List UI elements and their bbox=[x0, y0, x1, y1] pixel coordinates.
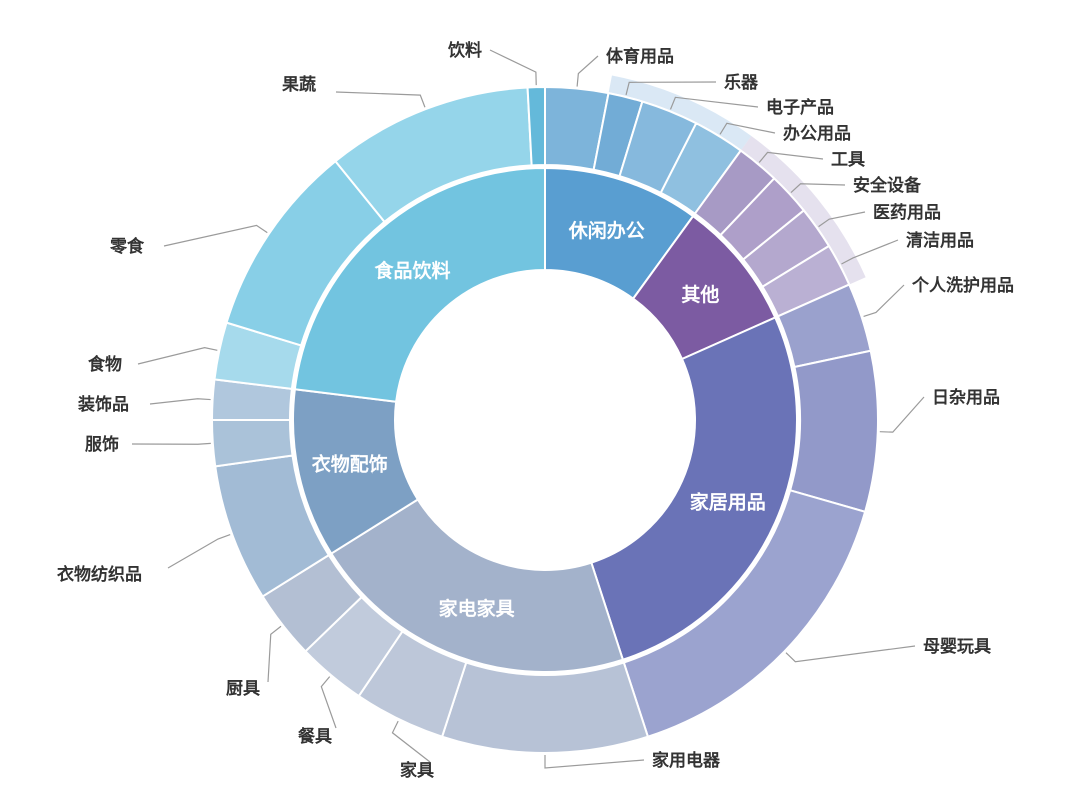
label-cleaning-supplies: 清洁用品 bbox=[906, 230, 974, 250]
label-daily-sundries: 日杂用品 bbox=[932, 387, 1000, 407]
label-electronics: 电子产品 bbox=[766, 97, 834, 117]
label-apparel: 服饰 bbox=[85, 434, 119, 454]
label-line-daily-sundries bbox=[879, 396, 925, 433]
rim-accent bbox=[608, 75, 752, 150]
label-other: 其他 bbox=[681, 283, 719, 306]
label-clothing-accessories: 衣物配饰 bbox=[312, 452, 388, 475]
label-snacks: 零食 bbox=[109, 236, 145, 256]
segment-beverages[interactable] bbox=[526, 86, 546, 167]
segment-home-goods[interactable] bbox=[590, 316, 798, 661]
segment-appliances-furniture[interactable] bbox=[330, 498, 624, 673]
label-fruits-vegetables: 果蔬 bbox=[282, 75, 316, 94]
label-line-electronics bbox=[669, 96, 759, 110]
label-tableware: 餐具 bbox=[298, 726, 332, 746]
label-line-personal-care bbox=[863, 284, 905, 318]
label-line-safety-equipment bbox=[790, 183, 846, 194]
label-line-clothing-textiles bbox=[167, 534, 231, 569]
label-line-office-supplies bbox=[719, 122, 776, 135]
label-food: 食物 bbox=[88, 354, 122, 374]
label-personal-care: 个人洗护用品 bbox=[911, 275, 1014, 295]
label-line-tableware bbox=[320, 676, 337, 729]
label-sports-goods: 体育用品 bbox=[606, 46, 674, 66]
label-decorations: 装饰品 bbox=[77, 394, 129, 414]
segment-food-beverage[interactable] bbox=[293, 167, 546, 403]
label-musical-instruments: 乐器 bbox=[724, 73, 759, 92]
label-line-tools bbox=[758, 151, 824, 163]
label-leisure-office: 休闲办公 bbox=[568, 219, 645, 242]
label-line-sports-goods bbox=[576, 55, 599, 87]
label-line-kitchenware bbox=[267, 625, 282, 683]
label-line-cleaning-supplies bbox=[841, 239, 899, 265]
label-appliances-furniture: 家电家具 bbox=[439, 597, 515, 620]
label-line-apparel bbox=[131, 442, 211, 445]
label-line-fruits-vegetables bbox=[335, 91, 426, 108]
label-home-goods: 家居用品 bbox=[690, 490, 766, 513]
label-beverages: 饮料 bbox=[447, 40, 482, 60]
label-line-food bbox=[137, 347, 218, 365]
label-line-medical-supplies bbox=[818, 211, 866, 228]
label-line-decorations bbox=[149, 398, 211, 405]
label-office-supplies: 办公用品 bbox=[783, 123, 851, 143]
label-line-furniture bbox=[391, 720, 431, 763]
label-furniture: 家具 bbox=[400, 760, 434, 780]
label-safety-equipment: 安全设备 bbox=[853, 175, 922, 195]
label-line-baby-toys bbox=[785, 645, 916, 663]
segment-daily-sundries[interactable] bbox=[789, 349, 879, 513]
label-line-household-appliances bbox=[544, 755, 645, 769]
label-line-beverages bbox=[489, 49, 537, 86]
label-clothing-textiles: 衣物纺织品 bbox=[57, 564, 142, 584]
rim-accent bbox=[741, 136, 866, 285]
label-baby-toys: 母婴玩具 bbox=[923, 637, 991, 656]
label-household-appliances: 家用电器 bbox=[652, 750, 721, 770]
label-food-beverage: 食品饮料 bbox=[374, 259, 450, 282]
label-line-snacks bbox=[163, 224, 268, 247]
segment-household-appliances[interactable] bbox=[441, 661, 649, 754]
label-tools: 工具 bbox=[831, 150, 865, 169]
label-kitchenware: 厨具 bbox=[226, 679, 260, 698]
label-medical-supplies: 医药用品 bbox=[873, 202, 941, 222]
label-line-musical-instruments bbox=[625, 81, 717, 96]
